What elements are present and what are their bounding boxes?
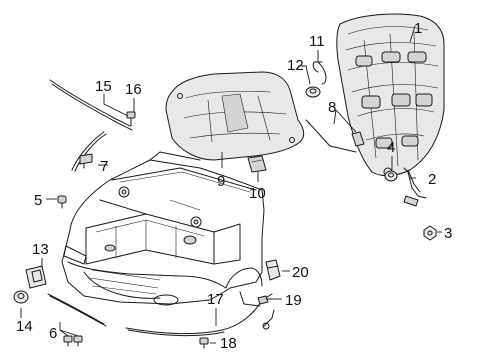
callout-14: 14	[16, 318, 33, 335]
insulator-clip	[247, 155, 267, 173]
callout-6: 6	[49, 325, 57, 342]
hinge-bolt	[423, 225, 437, 241]
callout-13: 13	[32, 241, 49, 258]
leader-lines	[20, 25, 442, 344]
callout-1: 1	[414, 20, 422, 37]
prop-rod	[305, 119, 365, 153]
callout-2: 2	[428, 171, 436, 188]
callout-18: 18	[220, 335, 237, 352]
callout-9: 9	[217, 173, 225, 190]
latch-grommet	[13, 290, 29, 304]
callout-17: 17	[207, 291, 224, 308]
callout-5: 5	[34, 192, 42, 209]
push-pin-left	[57, 195, 67, 209]
cable-clip	[199, 337, 209, 349]
hood-seal-rod	[49, 79, 133, 131]
callout-3: 3	[444, 225, 452, 242]
callout-10: 10	[249, 185, 266, 202]
hood-bumper	[384, 170, 398, 182]
grommet	[305, 86, 321, 98]
cable-clip-a	[63, 335, 73, 347]
bump-stop	[265, 259, 281, 281]
hood-insulator	[165, 71, 305, 161]
callout-4: 4	[387, 139, 395, 156]
callout-7: 7	[100, 158, 108, 175]
callout-20: 20	[292, 264, 309, 281]
release-cable-front	[47, 293, 107, 327]
callout-12: 12	[287, 57, 304, 74]
hood-latch	[25, 265, 47, 289]
callout-11: 11	[309, 33, 325, 50]
hood-hinge	[403, 167, 427, 207]
cable-clip-b	[73, 335, 83, 347]
callout-15: 15	[95, 78, 112, 95]
hood-panel	[336, 13, 445, 177]
seal-retainer	[79, 153, 93, 169]
callout-labels: 1 2 3 4 5 6 7 8 9 10 11 12 13 14 15 16 1…	[16, 20, 452, 352]
hood-seal-strip	[71, 131, 107, 172]
front-end-assembly	[61, 151, 265, 307]
release-cable-rear	[125, 293, 273, 337]
cable-end	[262, 309, 275, 330]
prop-rod-retainer	[312, 61, 327, 85]
callout-8: 8	[328, 99, 336, 116]
callout-16: 16	[125, 81, 142, 98]
callout-19: 19	[285, 292, 302, 309]
release-handle	[257, 295, 273, 305]
push-pin	[126, 111, 136, 127]
